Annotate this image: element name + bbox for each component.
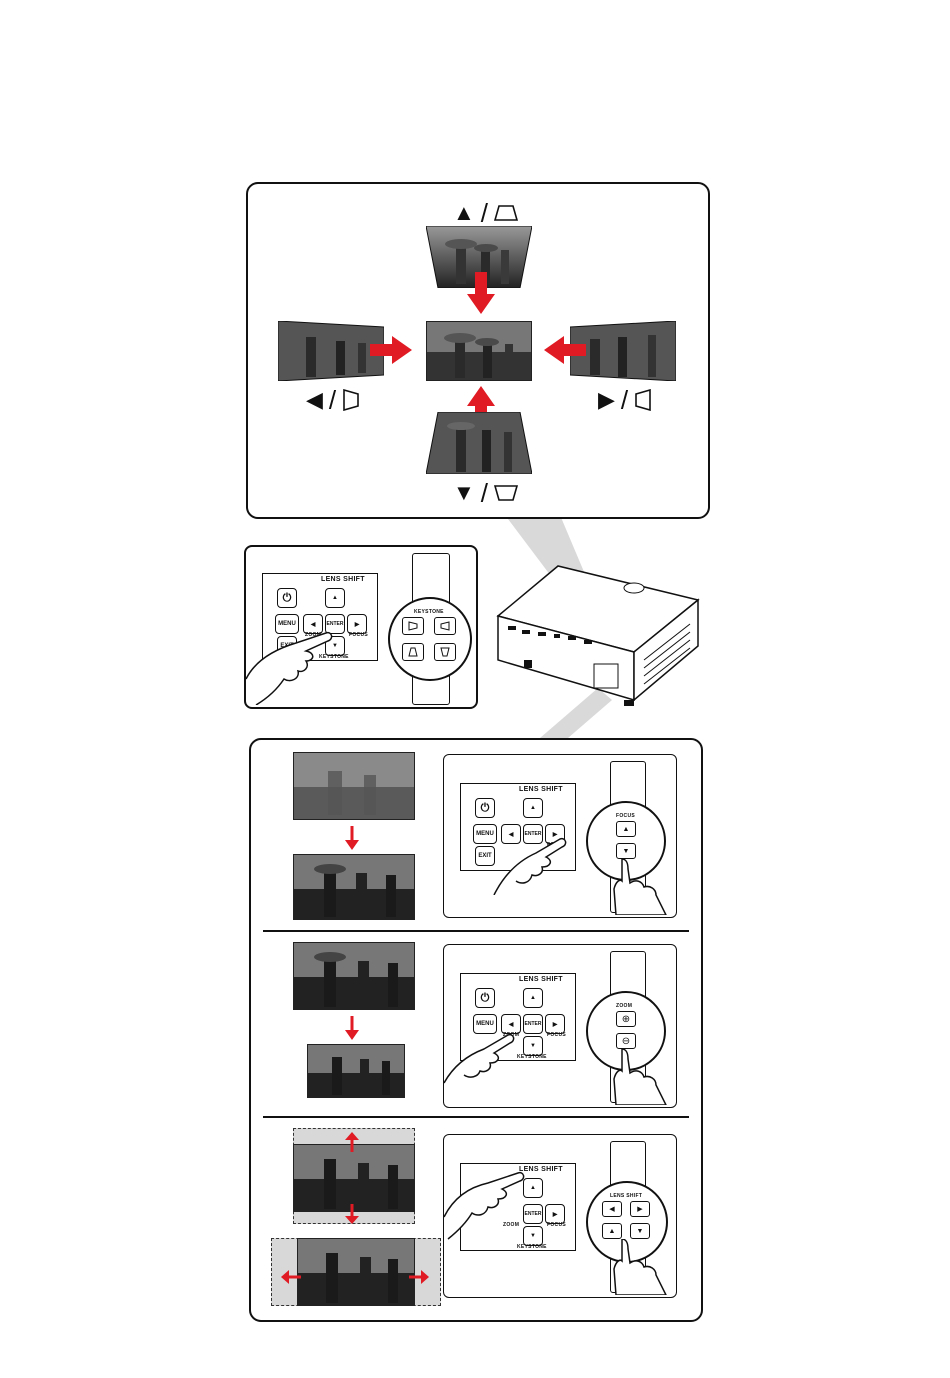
lens-shift-down-button[interactable]: ▼ (630, 1223, 650, 1239)
power-button[interactable]: ⏻ (277, 588, 297, 608)
hand-pressing-icon (612, 859, 672, 915)
lens-adjust-panel: LENS SHIFT ⏻ ▲ MENU ◀ ENTER ▶ FOCUS EXIT… (249, 738, 703, 1322)
keystone-trapezoid-bottom-icon (494, 484, 518, 502)
photo-small (307, 1044, 405, 1098)
photo-blurred (293, 752, 415, 820)
keystone-panel: ▲ / (246, 182, 710, 519)
zoom-instruction-box: LENS SHIFT ⏻ ▲ MENU ◀ ENTER ▶ ZOOM FOCUS… (443, 944, 677, 1108)
right-triangle-icon: ▶ (598, 389, 615, 411)
slash-separator: / (481, 200, 488, 226)
red-arrow-left-small (281, 1270, 301, 1284)
red-arrow-down-small (345, 826, 359, 850)
focus-down-button[interactable]: ▼ (616, 843, 636, 859)
keystone-left-symbol: ◀ / (306, 387, 360, 413)
zoom-out-button[interactable]: ⊖ (616, 1033, 636, 1049)
up-triangle-icon: ▲ (453, 202, 475, 224)
red-arrow-right (370, 336, 412, 364)
row-divider (263, 930, 689, 932)
down-triangle-icon: ▼ (453, 482, 475, 504)
keystone-bottom-symbol: ▼ / (453, 480, 518, 506)
hand-pressing-icon (246, 619, 346, 705)
red-arrow-down (467, 272, 495, 314)
keystone-trapezoid-right-icon (634, 389, 652, 411)
lens-shift-label: LENS SHIFT (519, 786, 563, 793)
hand-pressing-icon (612, 1049, 672, 1105)
up-button[interactable]: ▲ (523, 988, 543, 1008)
slash-separator: / (621, 387, 628, 413)
focus-instruction-box: LENS SHIFT ⏻ ▲ MENU ◀ ENTER ▶ FOCUS EXIT… (443, 754, 677, 918)
right-button[interactable]: ▶ (545, 1014, 565, 1034)
photo-focused (293, 854, 415, 920)
photo-center-corrected (426, 321, 532, 381)
right-button[interactable]: ▶ (545, 1204, 565, 1224)
projector-illustration (494, 560, 700, 710)
lens-shift-instruction-box: LENS SHIFT ▲ ENTER ▶ ZOOM FOCUS ▼ KEYSTO… (443, 1134, 677, 1298)
lens-shift-right-button[interactable]: ▶ (630, 1201, 650, 1217)
hand-pressing-icon (444, 1005, 524, 1085)
remote-keystone-label: KEYSTONE (414, 609, 444, 615)
zoom-in-button[interactable]: ⊕ (616, 1011, 636, 1027)
red-arrow-left (544, 336, 586, 364)
red-arrow-right-small (409, 1270, 429, 1284)
focus-label: FOCUS (547, 1222, 566, 1228)
lens-shift-label: LENS SHIFT (321, 576, 365, 583)
left-triangle-icon: ◀ (306, 389, 323, 411)
focus-label: FOCUS (547, 1032, 566, 1038)
focus-label: FOCUS (349, 632, 368, 638)
keystone-controls-panel: LENS SHIFT ⏻ ▲ MENU ◀ ENTER ▶ ZOOM FOCUS… (244, 545, 478, 709)
keystone-trapezoid-top-icon (494, 204, 518, 222)
remote-lens-shift-label: LENS SHIFT (610, 1193, 642, 1199)
photo-bottom-distorted (426, 412, 532, 474)
row-divider (263, 1116, 689, 1118)
slash-separator: / (481, 480, 488, 506)
hand-pressing-icon (612, 1239, 672, 1295)
remote-focus-label: FOCUS (616, 813, 635, 819)
down-button[interactable]: ▼ (523, 1036, 543, 1056)
red-arrow-down-small (345, 1016, 359, 1040)
keystone-bottom-button[interactable] (434, 643, 456, 661)
photo-shift-vertical (293, 1144, 415, 1212)
keystone-trapezoid-left-icon (342, 389, 360, 411)
photo-large (293, 942, 415, 1010)
hand-pressing-icon (484, 815, 574, 895)
lens-shift-left-button[interactable]: ◀ (602, 1201, 622, 1217)
red-arrow-up-small (345, 1132, 359, 1152)
right-button[interactable]: ▶ (347, 614, 367, 634)
lens-shift-label: LENS SHIFT (519, 976, 563, 983)
keystone-left-button[interactable] (402, 617, 424, 635)
photo-left-distorted (278, 321, 384, 381)
remote-zoom-circle: KEYSTONE (388, 597, 472, 681)
hand-pressing-icon (444, 1157, 534, 1247)
lens-shift-up-button[interactable]: ▲ (602, 1223, 622, 1239)
enter-button[interactable]: ENTER (523, 1014, 543, 1034)
remote-zoom-label: ZOOM (616, 1003, 632, 1009)
keystone-right-symbol: ▶ / (598, 387, 652, 413)
keystone-top-symbol: ▲ / (453, 200, 518, 226)
red-arrow-down-small (345, 1204, 359, 1224)
focus-up-button[interactable]: ▲ (616, 821, 636, 837)
keystone-top-button[interactable] (402, 643, 424, 661)
up-button[interactable]: ▲ (325, 588, 345, 608)
keystone-right-button[interactable] (434, 617, 456, 635)
photo-shift-horizontal (297, 1238, 415, 1306)
slash-separator: / (329, 387, 336, 413)
